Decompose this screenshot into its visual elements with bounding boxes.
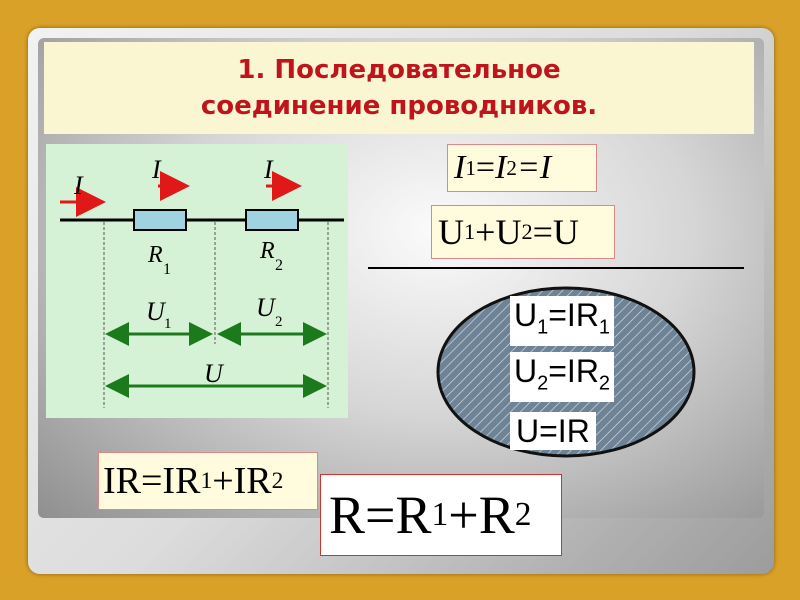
formula-subscript: 1 <box>431 496 449 533</box>
u2-label: U <box>256 293 277 322</box>
formula-subscript: 1 <box>598 316 611 339</box>
formula-symbol: I <box>454 149 466 186</box>
formula-symbol: U <box>438 212 464 252</box>
current-label-mid: I <box>151 155 162 184</box>
formula-operator: = <box>475 149 496 186</box>
formula-symbol: U <box>495 212 522 252</box>
formula-operator: =U <box>532 212 579 252</box>
formula-ohm-u2: U2=IR2 <box>510 352 615 403</box>
title-box: 1. Последовательное соединение проводник… <box>44 42 754 134</box>
formula-subscript: 1 <box>200 467 213 494</box>
u-label: U <box>204 359 225 388</box>
formula-ohm-u1: U1=IR1 <box>510 296 615 347</box>
circuit-diagram: I I I R 1 R 2 U 1 U 2 U <box>46 144 348 418</box>
formula-subscript: 2 <box>271 467 284 494</box>
circuit-svg: I I I R 1 R 2 U 1 U 2 U <box>60 155 344 408</box>
formula-symbol: U <box>514 297 538 333</box>
resistor-r1 <box>133 209 187 231</box>
r2-subscript: 2 <box>275 257 283 274</box>
formula-symbol: +IR <box>212 460 272 502</box>
formula-symbol: =IR <box>548 353 599 389</box>
r2-label: R <box>259 238 275 264</box>
formula-operator: + <box>475 212 496 252</box>
formula-subscript: 1 <box>537 316 549 339</box>
formula-subscript: 2 <box>537 372 549 395</box>
formula-ohm-total: U=IR <box>510 412 596 450</box>
formula-symbol: R=R <box>329 485 432 545</box>
formula-symbol: +R <box>448 485 515 545</box>
formula-symbol: IR=IR <box>103 460 201 502</box>
resistor-r2 <box>245 209 299 231</box>
formula-subscript: 2 <box>514 496 532 533</box>
u2-subscript: 2 <box>275 314 283 330</box>
divider-line <box>368 267 744 269</box>
page-title: 1. Последовательное соединение проводник… <box>200 55 598 121</box>
formula-subscript: 2 <box>506 155 517 180</box>
formula-operator: =I <box>516 149 552 186</box>
formula-subscript: 1 <box>465 155 476 180</box>
formula-subscript: 2 <box>598 372 611 395</box>
formula-subscript: 1 <box>464 219 476 244</box>
formula-symbol: =IR <box>548 297 599 333</box>
current-label-left: I <box>73 171 84 200</box>
current-label-right: I <box>263 155 274 184</box>
formula-symbol: I <box>495 149 507 186</box>
u1-label: U <box>146 297 167 326</box>
formula-subscript: 2 <box>521 219 533 244</box>
formula-symbol: U <box>514 353 538 389</box>
r1-label: R <box>147 242 163 268</box>
r1-subscript: 1 <box>163 261 171 278</box>
u1-subscript: 1 <box>164 316 172 332</box>
